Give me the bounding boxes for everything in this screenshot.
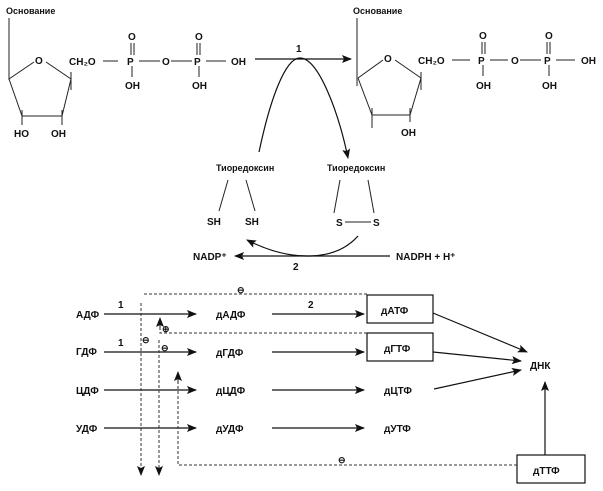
substrate-udp: УДФ (76, 424, 98, 435)
phosphate2-oxygen-right: O (545, 31, 553, 42)
terminal-hydroxyl-right: OH (581, 56, 596, 67)
dctp-to-dna-arrow (433, 368, 522, 390)
ribose-ring (8, 61, 72, 125)
reaction1-label: 1 (296, 44, 302, 55)
phosphate1-hydroxyl-right: OH (476, 81, 491, 92)
phosphate2-hydroxyl-right: OH (542, 81, 557, 92)
dttp-feedback-line (177, 376, 517, 466)
dcdp: дЦДФ (216, 386, 246, 397)
nadph-label: NADPH + H⁺ (396, 252, 455, 263)
phosphate1-oxygen: O (128, 32, 136, 43)
dgtp-to-dna-arrow (432, 351, 522, 365)
step1-label-gdp: 1 (118, 338, 124, 349)
ch2o-group-right: CH₂O (418, 56, 445, 67)
nadp-label: NADP⁺ (193, 252, 227, 263)
step2-label-adp: 2 (308, 300, 314, 311)
row-gdp: ГДФ 1 дГДФ дГТФ (76, 332, 434, 362)
datp-box (366, 294, 434, 324)
regulation-scheme: АДФ 1 дАДФ 2 дАТФ ГДФ 1 дГДФ дГТФ ЦДФ дЦ… (76, 285, 586, 484)
dttp: дТТФ (533, 466, 560, 477)
bridging-oxygen-right: O (511, 56, 519, 67)
deoxyribonucleoside-diphosphate: Основание O CH₂O P O OH O P O OH OH (353, 6, 596, 139)
regeneration-arc (246, 235, 359, 257)
dgtp-activation-line (159, 320, 367, 334)
sulfur-left: S (336, 218, 343, 229)
phosphate2-hydroxyl: OH (192, 81, 207, 92)
dctp: дЦТФ (384, 386, 412, 397)
hydroxyl-3prime: OH (51, 129, 66, 140)
dgtp-box (366, 332, 434, 362)
phosphate1-hydroxyl: OH (125, 81, 140, 92)
substrate-cdp: ЦДФ (76, 386, 99, 397)
terminal-hydroxyl: OH (231, 57, 246, 68)
row-cdp: ЦДФ дЦДФ дЦТФ (76, 386, 412, 397)
row-adp: АДФ 1 дАДФ 2 дАТФ (76, 294, 434, 324)
sulfur-right: S (373, 218, 380, 229)
dgtp: дГТФ (384, 344, 411, 355)
thioredoxin-cycle: Тиоредоксин SH SH Тиоредоксин S S NADP⁺ … (193, 163, 455, 273)
hydroxyl-2prime: HO (14, 129, 29, 140)
phosphate1-oxygen-right: O (479, 31, 487, 42)
step1-label-adp: 1 (118, 300, 124, 311)
substrate-adp: АДФ (76, 310, 100, 321)
phosphorus-2-right: P (544, 56, 551, 67)
base-label: Основание (6, 6, 55, 16)
inhibition-symbol-top: ⊖ (237, 285, 245, 295)
phosphorus-1-right: P (478, 56, 485, 67)
row-udp: УДФ дУДФ дУТФ (76, 424, 411, 435)
dttp-box (516, 454, 586, 484)
dgdp: дГДФ (216, 348, 244, 359)
datp-to-dna-arrow (432, 312, 528, 353)
sh-group-right: SH (245, 217, 259, 228)
phosphate2-oxygen: O (195, 32, 203, 43)
dadp: дАДФ (216, 310, 246, 321)
datp: дАТФ (381, 306, 409, 317)
deoxyribose-ring (357, 59, 422, 128)
dutp: дУТФ (384, 424, 411, 435)
ribonucleoside-diphosphate: Основание O CH₂O P O OH O P O OH O (6, 6, 246, 140)
base-label-right: Основание (353, 6, 402, 16)
activation-symbol: ⊕ (162, 324, 170, 334)
dudp: дУДФ (216, 424, 244, 435)
reaction2-label: 2 (293, 262, 299, 273)
sh-group-left: SH (207, 217, 221, 228)
thioredoxin-coupling-arc (258, 57, 351, 159)
phosphorus-2: P (194, 57, 201, 68)
thioredoxin-oxidized-label: Тиоредоксин (327, 163, 385, 173)
inhibition-symbol-gdp: ⊖ (161, 343, 169, 353)
inhibition-symbol-left: ⊖ (142, 335, 150, 345)
ring-oxygen-right: O (384, 54, 392, 65)
substrate-gdp: ГДФ (76, 347, 97, 358)
thioredoxin-reduced-label: Тиоредоксин (216, 163, 274, 173)
inhibition-symbol-bottom: ⊖ (338, 455, 346, 465)
dna-label: ДНК (530, 361, 551, 372)
ring-oxygen: O (35, 56, 43, 67)
bridging-oxygen: O (162, 57, 170, 68)
hydroxyl-3prime-right: OH (401, 128, 416, 139)
phosphorus-1: P (127, 57, 134, 68)
ch2o-group: CH₂O (69, 57, 96, 68)
